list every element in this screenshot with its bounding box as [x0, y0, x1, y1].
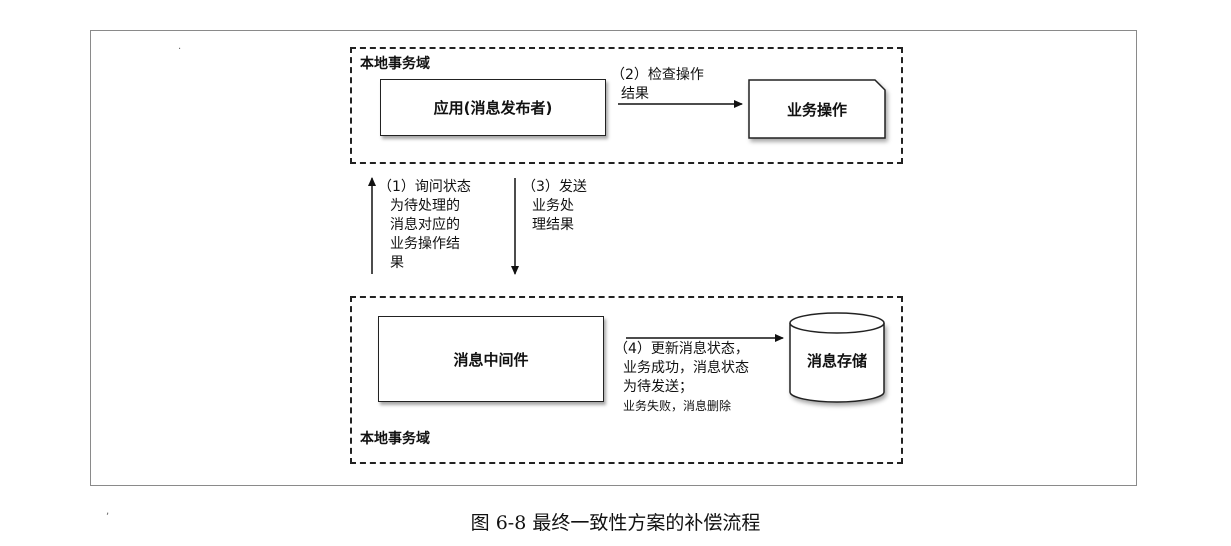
middleware-node: 消息中间件: [378, 316, 604, 402]
app-publisher-node: 应用(消息发布者): [380, 79, 606, 136]
step4-line: 为待发送；: [623, 379, 693, 395]
local-transaction-domain-top: [350, 47, 903, 164]
scan-speck: ,: [106, 506, 110, 517]
step1-line: 消息对应的: [390, 217, 460, 233]
step4-fail-line: 业务失败，消息删除: [623, 399, 732, 413]
middleware-label: 消息中间件: [453, 350, 529, 369]
app-publisher-label: 应用(消息发布者): [433, 99, 553, 117]
figure-frame: [90, 30, 1137, 486]
storage-node-shape: [789, 312, 885, 403]
step4-line: （4）更新消息状态，: [614, 341, 749, 357]
step1-line: （1）询问状态: [378, 179, 471, 195]
step1-line: 为待处理的: [390, 198, 460, 214]
scan-speck: ·: [178, 44, 182, 55]
storage-node: 消息存储: [790, 330, 884, 390]
business-node: 业务操作: [749, 80, 885, 138]
business-node-shape: [748, 79, 886, 139]
step1-line: 业务操作结: [390, 236, 460, 252]
storage-label: 消息存储: [806, 351, 867, 370]
step1-line: 果: [390, 255, 404, 271]
domain-bottom-label: 本地事务域: [360, 431, 430, 447]
step3-label: （3）发送 业务处 理结果: [522, 178, 587, 235]
step3-line: 理结果: [532, 217, 574, 233]
step2-line: （2）检查操作: [611, 67, 704, 83]
local-transaction-domain-bottom: [350, 296, 903, 464]
step2-line: 结果: [621, 86, 649, 102]
business-label: 业务操作: [786, 100, 847, 119]
step3-line: 业务处: [532, 198, 574, 214]
step1-label: （1）询问状态 为待处理的 消息对应的 业务操作结 果: [378, 178, 471, 273]
step4-line: 业务成功，消息状态: [623, 360, 749, 376]
figure-caption: 图 6-8 最终一致性方案的补偿流程: [470, 512, 761, 534]
step3-line: （3）发送: [522, 179, 587, 195]
domain-top-label: 本地事务域: [360, 56, 430, 72]
step4-label: （4）更新消息状态， 业务成功，消息状态 为待发送； 业务失败，消息删除: [614, 340, 749, 416]
step2-label: （2）检查操作 结果: [611, 66, 704, 104]
